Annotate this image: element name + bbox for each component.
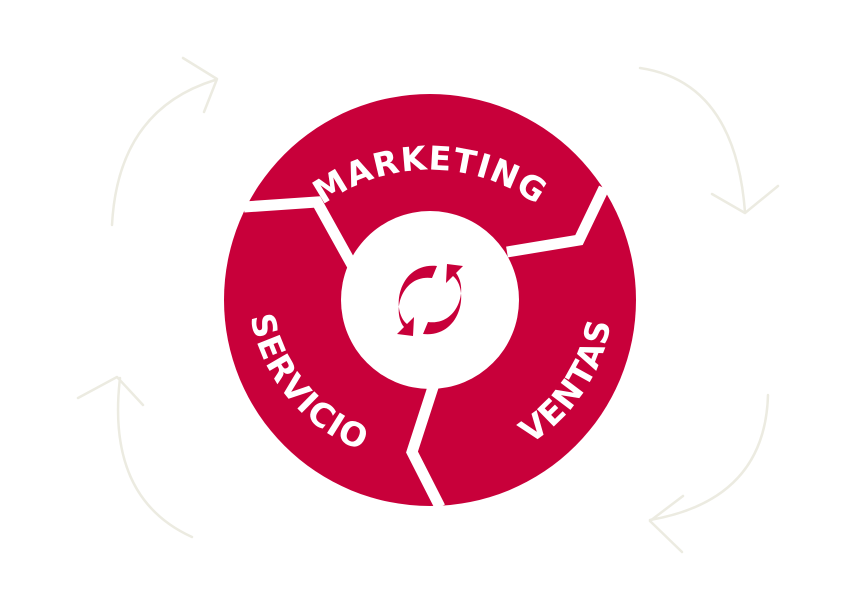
curved-arrow-icon [110,56,219,227]
separator-marketing-servicio [243,196,357,268]
wheel: MARKETING VENTAS SERVICIO [224,94,636,510]
curved-arrow-icon [638,66,780,215]
segment-separators [243,185,609,510]
wheel-hub [341,211,519,389]
background-arrows [76,56,780,554]
separator-marketing-ventas [506,185,609,258]
curved-arrow-icon [76,375,194,539]
cycle-arrows-icon [397,264,463,336]
separator-ventas-servicio [406,376,445,510]
curved-arrow-icon [648,393,770,554]
